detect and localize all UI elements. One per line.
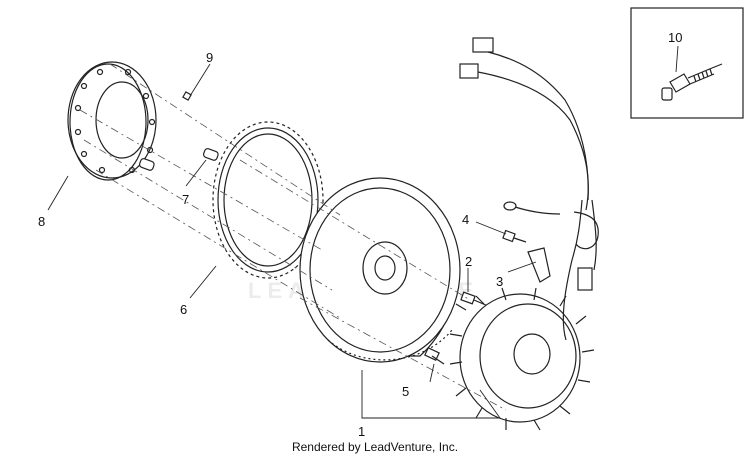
callout-5: 5 bbox=[402, 384, 409, 399]
callout-6: 6 bbox=[180, 302, 187, 317]
part-1-flywheel-rotor[interactable] bbox=[299, 177, 461, 363]
spark-plug-inset-box bbox=[630, 7, 744, 119]
wiring-harness[interactable] bbox=[459, 37, 599, 341]
callout-7: 7 bbox=[182, 192, 189, 207]
footer-credit: Rendered by LeadVenture, Inc. bbox=[291, 440, 459, 454]
callout-10: 10 bbox=[668, 30, 682, 45]
callout-8: 8 bbox=[38, 214, 45, 229]
callout-1: 1 bbox=[358, 424, 365, 439]
callout-9: 9 bbox=[206, 50, 213, 65]
part-8-ring-plate[interactable] bbox=[67, 61, 157, 181]
part-10-spark-plug[interactable] bbox=[661, 63, 723, 101]
callout-3: 3 bbox=[496, 274, 503, 289]
leader-lines bbox=[47, 45, 679, 419]
callout-4: 4 bbox=[462, 212, 469, 227]
part-9-pin[interactable] bbox=[182, 91, 192, 101]
callout-2: 2 bbox=[465, 254, 472, 269]
alignment-lines bbox=[79, 63, 507, 411]
part-4-screw[interactable] bbox=[502, 229, 527, 243]
part-7-dowels[interactable] bbox=[138, 148, 219, 171]
part-3-cable-clamp[interactable] bbox=[527, 247, 551, 283]
stator-assembly[interactable] bbox=[449, 287, 595, 431]
part-5-screw[interactable] bbox=[424, 347, 445, 365]
